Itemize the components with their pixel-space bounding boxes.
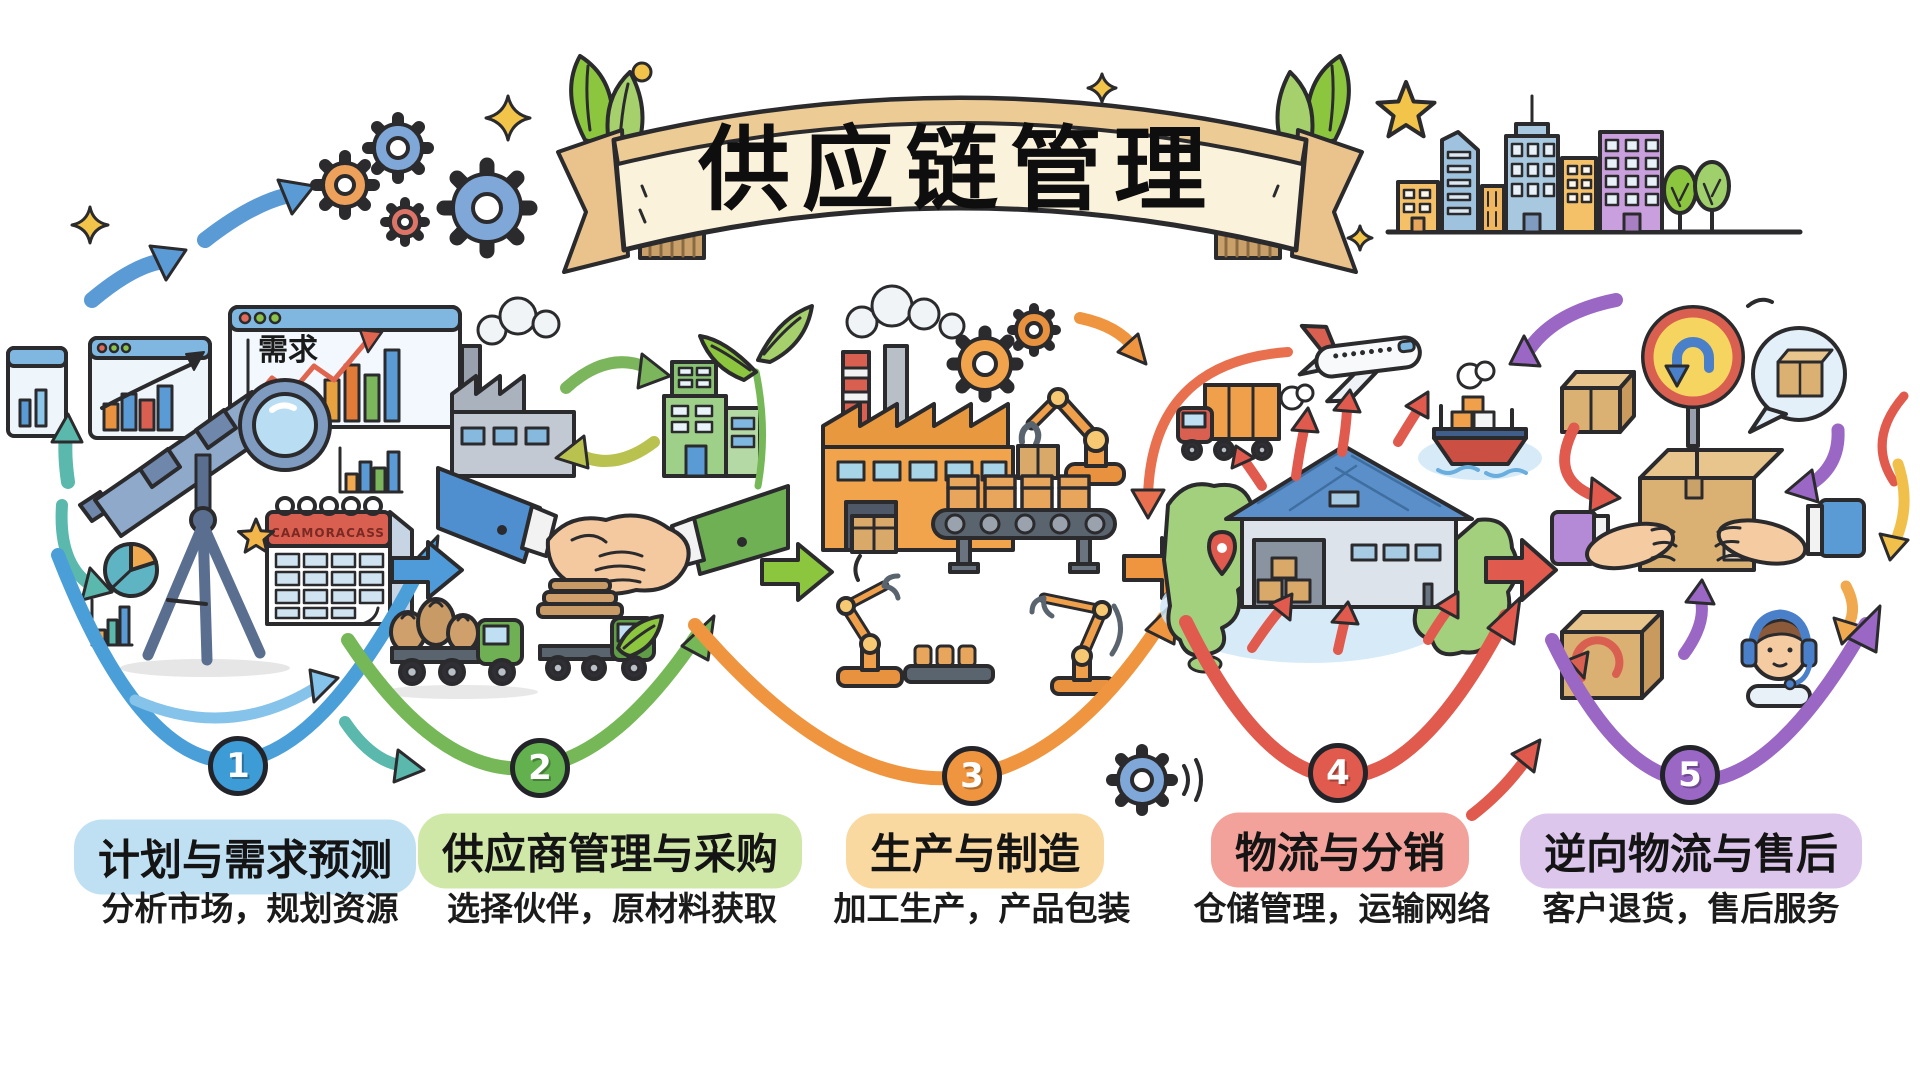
calendar-header-label: CAAMORACASS [271,526,385,540]
stage-2-badge: 2 [510,738,570,798]
city-skyline-icon [1385,94,1803,235]
growth-arrow-icon [1678,578,1862,660]
stage3-cycle-arc [688,596,1180,786]
sprout-icon [698,304,814,490]
demand-window-label: 需求 [258,333,318,368]
connector-arrow-4-5 [1484,538,1558,602]
stage5-illustration [1508,293,1910,788]
stage-2-subtitle: 选择伙伴，原材料获取 [447,889,777,928]
cloud-icon [1279,360,1496,411]
return-box-icon [1560,610,1664,700]
support-agent-icon [1740,609,1818,708]
growth-arrow-icon [339,716,426,784]
building-icon [662,360,762,478]
stage-3-badge: 3 [942,746,1002,806]
stage-1-badge: 1 [208,736,268,796]
sparkle-icon [70,61,1374,252]
recycle-arrows-icon [554,352,672,470]
stage-3-subtitle: 加工生产，产品包装 [833,889,1131,928]
banner-title: 供应链管理 [697,116,1219,224]
growth-arrows-icon [84,178,316,308]
growth-arrow-icon [1074,312,1148,366]
truck-icon [1176,383,1281,461]
stage-2-title: 供应商管理与采购 [417,813,803,889]
gear-icon [1106,744,1203,816]
handshake-icon [436,466,790,596]
cycle-arrow-icon [1559,422,1845,514]
airplane-icon [1297,323,1422,404]
warehouse-icon [1224,444,1474,609]
package-handover-icon [1550,448,1866,572]
stage3-illustration [688,284,1203,816]
speech-bubble-icon [1748,326,1847,434]
robot-arm-icon [836,573,904,688]
cargo-ship-icon [1432,395,1528,478]
distribution-arrows-icon [1230,388,1460,655]
leaf-icon [616,614,664,658]
stage-1-title: 计划与需求预测 [73,819,417,895]
stage-4-badge: 4 [1308,743,1368,803]
factory-icon [450,296,576,478]
banner-ribbon-icon [556,95,1364,274]
stage-4-subtitle: 仓储管理，运输网络 [1193,889,1491,928]
truck-icon [382,597,538,699]
gear-icon [946,303,1061,403]
cycle-arrow-icon [1130,347,1293,520]
stage-5-title: 逆向物流与售后 [1519,813,1863,889]
bar-chart-icon [338,446,404,494]
connector-arrow-2-3 [760,542,834,602]
cycle-arrow-icon [1508,293,1623,368]
analytics-window-icon [6,346,68,438]
location-pin-icon [1207,530,1237,576]
stage-4-title: 物流与分销 [1210,812,1470,888]
analytics-window-icon [88,336,212,440]
star-icon [1375,80,1437,139]
factory-icon [821,284,1015,552]
package-icon [850,514,898,582]
pie-chart-icon [103,541,159,598]
growth-arrow-icon [50,412,114,602]
conveyor-belt-icon [931,474,1117,574]
stage1-illustration: 需求 [6,305,462,769]
gear-cluster-icon [310,112,538,259]
telescope-icon [78,378,332,677]
stage-5-subtitle: 客户退货，售后服务 [1542,889,1840,928]
connector-arrow-1-2 [390,540,464,600]
return-sign-icon [1641,297,1774,448]
parts-table-icon [903,644,995,684]
star-icon [237,517,275,554]
edge-arrows-icon [1877,391,1910,562]
stage-3-title: 生产与制造 [845,813,1105,889]
stage-1-subtitle: 分析市场，规划资源 [101,889,399,928]
stage-5-badge: 5 [1660,745,1720,805]
robot-arm-icon [1029,592,1123,696]
robot-arm-icon [1016,387,1126,486]
